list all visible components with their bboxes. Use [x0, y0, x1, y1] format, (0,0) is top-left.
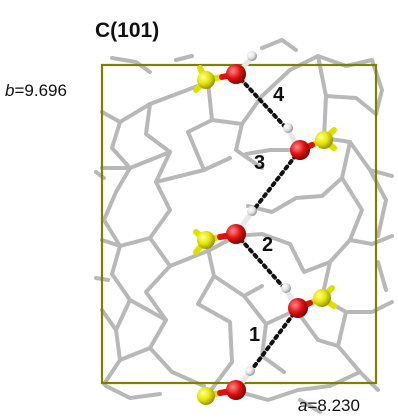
hbond-4 [234, 72, 290, 132]
framework-bonds [94, 38, 394, 414]
h-atom [283, 123, 293, 133]
o-h-bonds [233, 55, 303, 393]
si-atom [313, 289, 331, 307]
si-atom [197, 387, 215, 405]
h-atom [281, 283, 291, 293]
h-atom [245, 366, 255, 376]
si-atom [197, 231, 215, 249]
a-axis-label: a=8.230 [298, 396, 360, 415]
b-axis-label: b=9.696 [5, 81, 67, 100]
o-atom [288, 298, 308, 318]
figure-title: C(101) [95, 19, 159, 42]
hbond-2 [234, 232, 288, 292]
hbond-3 [250, 148, 302, 214]
o-atom [226, 224, 246, 244]
hydrogen-bonds [234, 72, 302, 374]
o-atom [290, 140, 310, 160]
h-atom [247, 206, 257, 216]
h-atom [247, 51, 257, 61]
hbond-label-4: 4 [273, 84, 285, 106]
hbond-label-3: 3 [254, 152, 265, 174]
hbond-label-2: 2 [262, 234, 273, 256]
si-atom [197, 71, 215, 89]
hbond-label-1: 1 [249, 324, 260, 346]
atoms [197, 51, 333, 405]
unit-cell-box [100, 63, 378, 385]
o-atom [226, 64, 246, 84]
hbond-1 [248, 306, 300, 374]
si-atom [315, 131, 333, 149]
o-atom [226, 380, 246, 400]
